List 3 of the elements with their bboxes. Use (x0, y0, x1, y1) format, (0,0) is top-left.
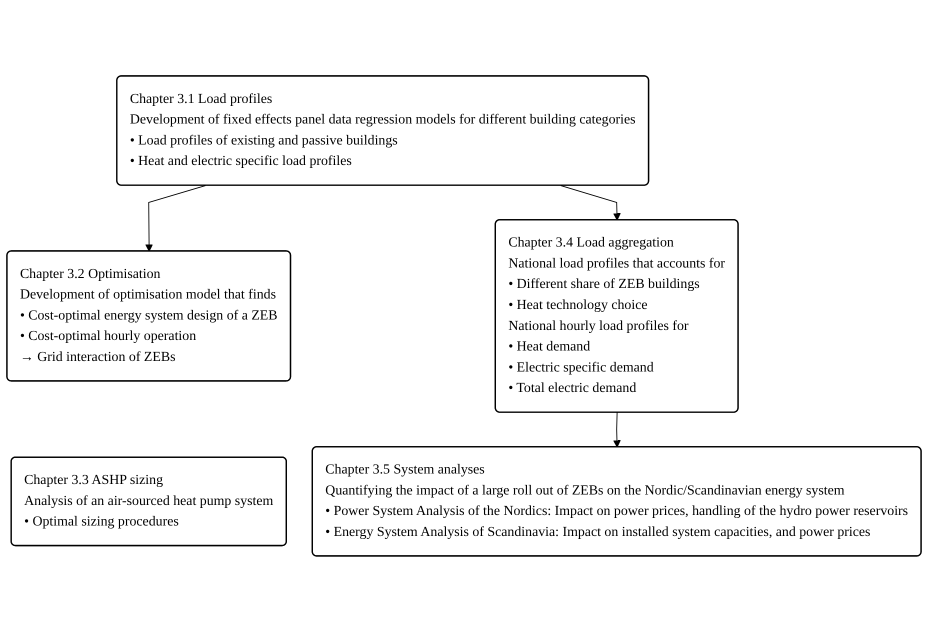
arrow (560, 184, 621, 220)
arrow (613, 412, 621, 448)
arrow (145, 184, 206, 252)
